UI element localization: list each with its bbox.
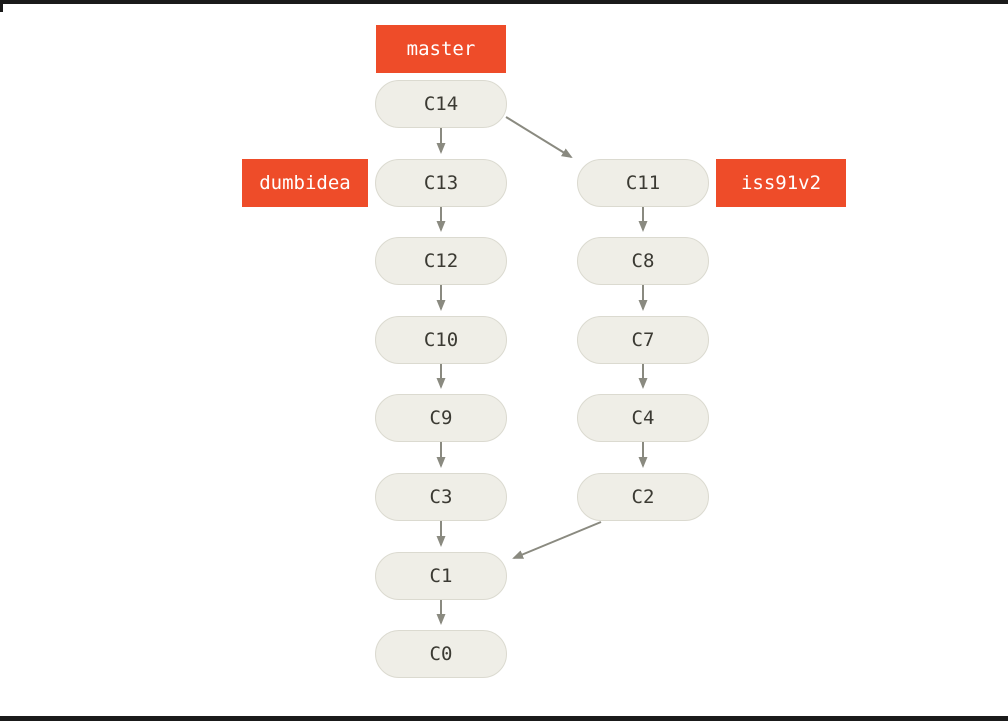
branch-label-iss91v2: iss91v2 [716,159,846,207]
branch-label-master-text: master [406,38,476,60]
commit-node-c8: C8 [577,237,709,285]
commit-node-c0: C0 [375,630,507,678]
commit-label: C0 [429,643,453,665]
commit-label: C4 [631,407,655,429]
commit-node-c9: C9 [375,394,507,442]
commit-node-c11: C11 [577,159,709,207]
branch-label-dumbidea: dumbidea [242,159,368,207]
commit-node-c12: C12 [375,237,507,285]
commit-node-c1: C1 [375,552,507,600]
commit-label: C9 [429,407,453,429]
commit-node-c14: C14 [375,80,507,128]
page-border-bottom [0,716,1008,721]
commit-node-c10: C10 [375,316,507,364]
commit-label: C2 [631,486,655,508]
arrow-c14-c11 [505,116,573,159]
commit-label: C14 [423,93,459,115]
commit-node-c4: C4 [577,394,709,442]
commit-label: C1 [429,565,453,587]
commit-label: C10 [423,329,459,351]
branch-label-master: master [376,25,506,73]
commit-label: C3 [429,486,453,508]
commit-node-c3: C3 [375,473,507,521]
arrow-c2-c1 [512,521,602,559]
branch-label-dumbidea-text: dumbidea [259,172,351,194]
commit-label: C8 [631,250,655,272]
branch-label-iss91v2-text: iss91v2 [740,172,822,194]
page-border-corner [0,0,3,12]
commit-node-c13: C13 [375,159,507,207]
commit-label: C7 [631,329,655,351]
commit-node-c2: C2 [577,473,709,521]
page-border-top [0,0,1008,4]
commit-node-c7: C7 [577,316,709,364]
commit-label: C13 [423,172,459,194]
commit-label: C11 [625,172,661,194]
commit-label: C12 [423,250,459,272]
